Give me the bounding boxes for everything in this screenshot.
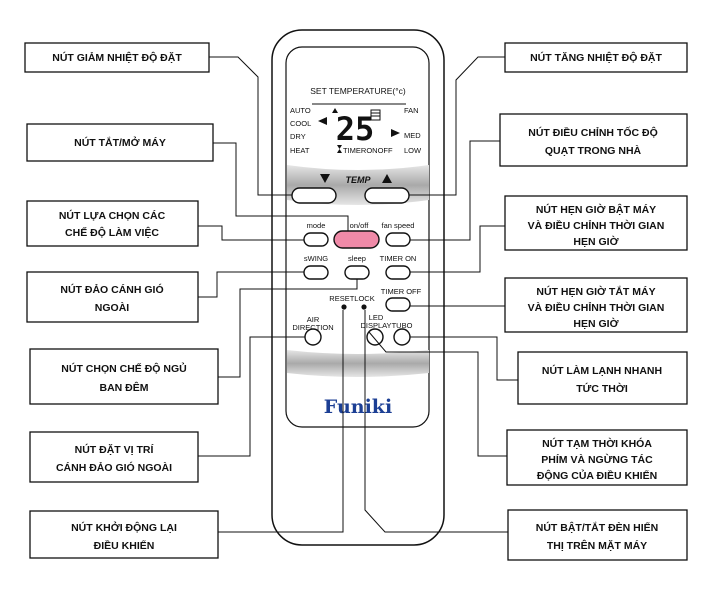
callout-timer-on-line2: VÀ ĐIỀU CHỈNH THỜI GIAN	[528, 219, 665, 232]
callout-mode-line1: NÚT LỰA CHỌN CÁC	[59, 209, 166, 222]
callout-lock: NÚT TẠM THỜI KHÓA PHÍM VÀ NGỪNG TÁC ĐỘNG…	[506, 429, 688, 486]
swing-button[interactable]	[303, 265, 329, 280]
bottom-band	[287, 350, 429, 377]
fan-speed-button[interactable]	[385, 232, 411, 247]
mode-label: mode	[307, 221, 326, 230]
callout-swing-line2: NGOÀI	[95, 301, 130, 314]
onoff-button[interactable]	[333, 230, 380, 249]
callout-fan-speed: NÚT ĐIỀU CHỈNH TỐC ĐỘ QUẠT TRONG NHÀ	[499, 113, 688, 167]
callout-timer-off-line2: VÀ ĐIỀU CHỈNH THỜI GIAN	[528, 301, 665, 314]
lcd-med-label: MED	[404, 131, 421, 140]
callout-led-line1: NÚT BẬT/TẮT ĐÈN HIỂN	[536, 521, 659, 534]
mode-button[interactable]	[303, 232, 329, 247]
callout-tubo-line1: NÚT LÀM LẠNH NHANH	[542, 364, 662, 377]
lcd-screen: AUTO COOL DRY HEAT FAN MED LOW 25 TIMERO…	[290, 103, 422, 155]
air-direction-label-line2: DIRECTION	[292, 323, 333, 332]
callout-sleep: NÚT CHỌN CHẾ ĐỘ NGỦ BAN ĐÊM	[29, 348, 219, 405]
callout-temp-down: NÚT GIẢM NHIỆT ĐỘ ĐẶT	[24, 42, 210, 73]
temp-label: TEMP	[345, 175, 371, 185]
callout-temp-up-line1: NÚT TĂNG NHIỆT ĐỘ ĐẶT	[530, 51, 662, 64]
temp-down-button[interactable]	[291, 187, 337, 204]
tubo-button[interactable]	[393, 328, 411, 346]
callout-lock-line2: PHÍM VÀ NGỪNG TÁC	[541, 453, 653, 466]
reset-button[interactable]	[341, 304, 347, 310]
timer-off-button[interactable]	[385, 297, 411, 312]
timer-on-button[interactable]	[385, 265, 411, 280]
callout-led: NÚT BẬT/TẮT ĐÈN HIỂN THỊ TRÊN MẶT MÁY	[507, 509, 688, 561]
sleep-label: sleep	[348, 254, 366, 263]
callout-sleep-line2: BAN ĐÊM	[100, 381, 149, 394]
callout-fan-speed-line2: QUẠT TRONG NHÀ	[545, 144, 642, 157]
callout-lock-line1: NÚT TẠM THỜI KHÓA	[542, 437, 652, 450]
callout-reset-line1: NÚT KHỞI ĐỘNG LẠI	[71, 521, 177, 534]
lcd-digits: 25	[336, 110, 375, 148]
lcd-left-arrow-icon	[318, 117, 327, 125]
leader-lines	[198, 56, 518, 533]
tubo-label: TUBO	[392, 321, 413, 330]
lcd-fan-label: FAN	[404, 106, 419, 115]
temp-up-button[interactable]	[364, 187, 410, 204]
lcd-mode-dry: DRY	[290, 132, 306, 141]
callout-timer-off-line1: NÚT HẸN GIỜ TẮT MÁY	[536, 285, 655, 298]
callout-swing-line1: NÚT ĐẢO CÁNH GIÓ	[60, 283, 163, 296]
lock-button[interactable]	[361, 304, 367, 310]
sleep-button[interactable]	[344, 265, 370, 280]
callout-timer-on-line3: HẸN GIỜ	[573, 235, 618, 248]
callout-mode-line2: CHẾ ĐỘ LÀM VIỆC	[65, 226, 159, 239]
callout-reset: NÚT KHỞI ĐỘNG LẠI ĐIỀU KHIỂN	[29, 510, 219, 559]
timer-on-label: TIMER ON	[380, 254, 417, 263]
callout-timer-on: NÚT HẸN GIỜ BẬT MÁY VÀ ĐIỀU CHỈNH THỜI G…	[504, 195, 688, 251]
callout-onoff: NÚT TẮT/MỞ MÁY	[26, 123, 214, 162]
lcd-fan-icon	[370, 109, 381, 121]
callout-air-direction-line1: NÚT ĐẶT VỊ TRÍ	[75, 443, 155, 456]
callout-sleep-line1: NÚT CHỌN CHẾ ĐỘ NGỦ	[61, 362, 186, 375]
callout-temp-down-line1: NÚT GIẢM NHIỆT ĐỘ ĐẶT	[52, 51, 182, 64]
set-temperature-label: SET TEMPERATURE(°c)	[310, 86, 406, 96]
onoff-label: on/off	[350, 221, 370, 230]
callout-fan-speed-line1: NÚT ĐIỀU CHỈNH TỐC ĐỘ	[528, 125, 658, 139]
lcd-timer-label: TIMERONOFF	[343, 146, 393, 155]
lcd-mode-cool: COOL	[290, 119, 311, 128]
callout-lock-line3: ĐỘNG CỦA ĐIỀU KHIỂN	[537, 469, 657, 482]
callout-reset-line2: ĐIỀU KHIỂN	[94, 539, 155, 552]
lcd-mode-auto: AUTO	[290, 106, 311, 115]
swing-label: sWING	[304, 254, 328, 263]
callout-timer-off: NÚT HẸN GIỜ TẮT MÁY VÀ ĐIỀU CHỈNH THỜI G…	[504, 277, 688, 333]
callout-timer-on-line1: NÚT HẸN GIỜ BẬT MÁY	[536, 203, 656, 216]
lcd-up-arrow-icon	[332, 108, 338, 113]
callout-swing: NÚT ĐẢO CÁNH GIÓ NGOÀI	[26, 271, 199, 323]
callout-mode: NÚT LỰA CHỌN CÁC CHẾ ĐỘ LÀM VIỆC	[26, 200, 199, 247]
led-label-line2: DISPLAY	[360, 321, 391, 330]
air-direction-button[interactable]	[304, 328, 322, 346]
callout-air-direction-line2: CÁNH ĐẢO GIÓ NGOÀI	[56, 461, 172, 474]
callout-temp-up: NÚT TĂNG NHIỆT ĐỘ ĐẶT	[504, 42, 688, 73]
callout-tubo-line2: TỨC THỜI	[576, 382, 628, 395]
callout-onoff-line1: NÚT TẮT/MỞ MÁY	[74, 136, 166, 149]
callout-air-direction: NÚT ĐẶT VỊ TRÍ CÁNH ĐẢO GIÓ NGOÀI	[29, 431, 199, 483]
fan-speed-label: fan speed	[382, 221, 415, 230]
led-label-line1: LED	[369, 313, 384, 322]
lcd-low-label: LOW	[404, 146, 422, 155]
air-direction-label-line1: AIR	[307, 315, 320, 324]
lcd-mode-heat: HEAT	[290, 146, 310, 155]
resetlock-label: RESETLOCK	[329, 294, 374, 303]
temp-down-arrow-icon	[320, 174, 330, 183]
temp-up-arrow-icon	[382, 174, 392, 183]
callout-led-line2: THỊ TRÊN MẶT MÁY	[547, 539, 647, 552]
timer-off-label: TIMER OFF	[381, 287, 422, 296]
callout-timer-off-line3: HẸN GIỜ	[573, 317, 618, 330]
led-display-button[interactable]	[366, 328, 384, 346]
brand-logo: Funiki	[324, 396, 392, 418]
lcd-right-arrow-icon	[391, 129, 400, 137]
callout-tubo: NÚT LÀM LẠNH NHANH TỨC THỜI	[517, 351, 688, 405]
lcd-timer-icon	[337, 145, 342, 153]
